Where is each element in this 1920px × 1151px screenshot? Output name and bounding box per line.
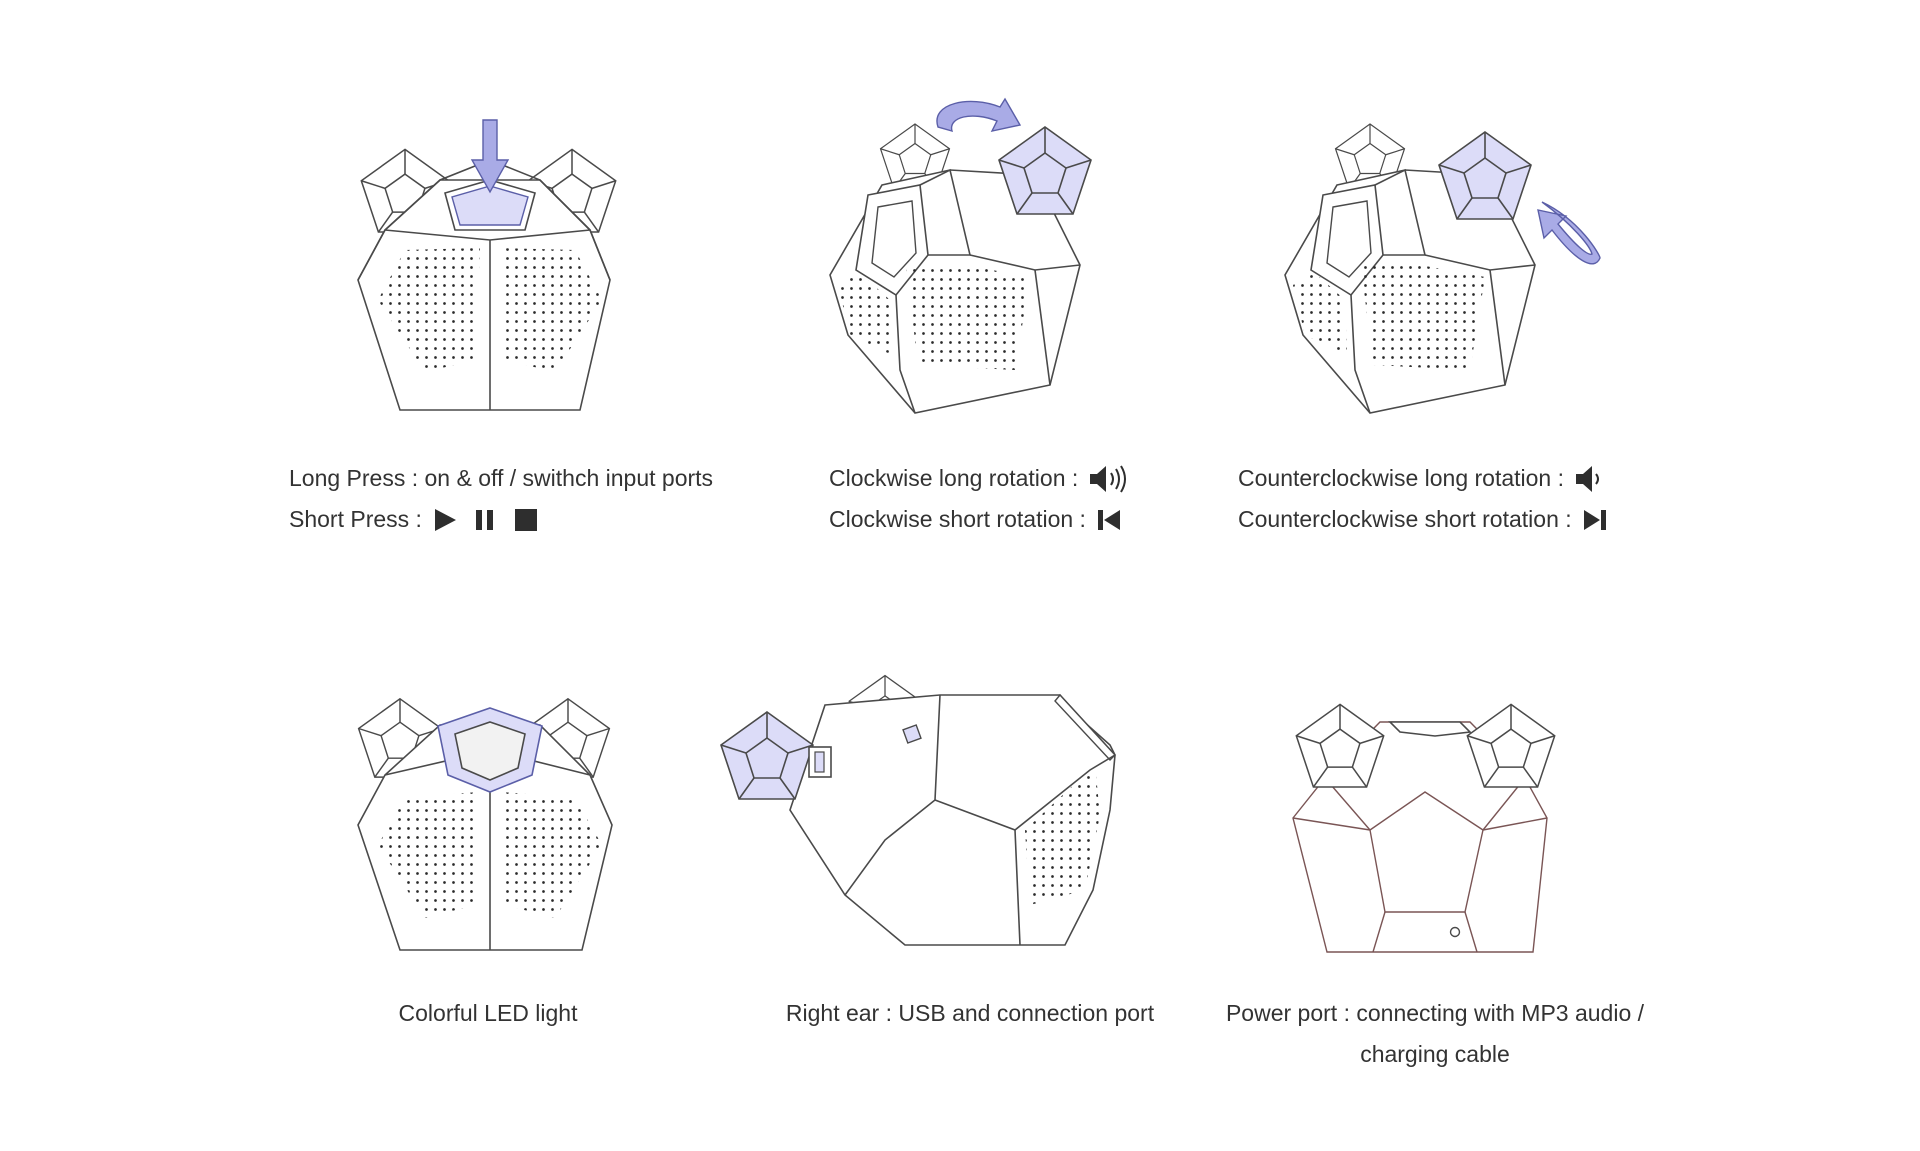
led-caption: Colorful LED light [288,993,688,1034]
long-press-line: Long Press : on & off / swithch input po… [289,458,713,499]
pause-icon [474,508,496,532]
clockwise-short-text: Clockwise short rotation : [829,506,1086,532]
led-illustration [350,680,630,960]
clockwise-long-line: Clockwise long rotation : [829,458,1128,499]
center-button [444,179,536,231]
power-line-2: charging cable [1215,1034,1655,1075]
play-icon [432,507,458,533]
power-text-2: charging cable [1360,1041,1510,1067]
usb-port [902,724,922,744]
center-press-illustration [350,110,630,420]
counterclockwise-short-text: Counterclockwise short rotation : [1238,506,1572,532]
usb-plug [808,746,832,778]
counterclockwise-long-line: Counterclockwise long rotation : [1238,458,1608,499]
right-ear [1466,703,1556,788]
usb-caption: Right ear : USB and connection port [770,993,1170,1034]
volume-up-icon [1088,464,1128,494]
counterclockwise-caption: Counterclockwise long rotation : Counter… [1238,458,1608,540]
power-line-1: Power port : connecting with MP3 audio / [1215,993,1655,1034]
usb-illustration [715,665,1135,965]
usb-text: Right ear : USB and connection port [785,1000,1155,1026]
next-track-icon [1582,508,1608,532]
volume-down-icon [1574,464,1602,494]
long-press-text: Long Press : on & off / swithch input po… [289,465,714,491]
power-illustration [1285,700,1575,965]
short-press-text: Short Press : [289,506,422,532]
usb-line: Right ear : USB and connection port [770,993,1170,1034]
center-press-caption: Long Press : on & off / swithch input po… [289,458,713,540]
counterclockwise-long-text: Counterclockwise long rotation : [1238,465,1564,491]
detached-right-ear [720,711,814,800]
down-arrow-icon [470,119,510,194]
power-text-1: Power port : connecting with MP3 audio / [1225,1000,1645,1026]
counterclockwise-illustration [1280,110,1620,430]
power-port [1449,926,1461,938]
left-ear [1295,703,1385,788]
led-text: Colorful LED light [398,1000,578,1026]
previous-track-icon [1096,508,1122,532]
speaker-body [789,693,1116,946]
power-caption: Power port : connecting with MP3 audio /… [1215,993,1655,1075]
rotating-ear [998,126,1092,215]
clockwise-illustration [820,95,1120,425]
rotate-counterclockwise-arrow-icon [1537,201,1601,265]
rotate-clockwise-arrow-icon [936,97,1022,133]
clockwise-caption: Clockwise long rotation : Clockwise shor… [829,458,1128,540]
speaker-body [357,159,611,411]
rotating-ear [1438,131,1532,220]
clockwise-short-line: Clockwise short rotation : [829,499,1128,540]
short-press-line: Short Press : [289,499,713,540]
led-line: Colorful LED light [288,993,688,1034]
speaker-body [1284,168,1536,414]
speaker-body [829,168,1081,414]
stop-icon [514,508,538,532]
led-ring [437,707,543,793]
clockwise-long-text: Clockwise long rotation : [829,465,1079,491]
counterclockwise-short-line: Counterclockwise short rotation : [1238,499,1608,540]
